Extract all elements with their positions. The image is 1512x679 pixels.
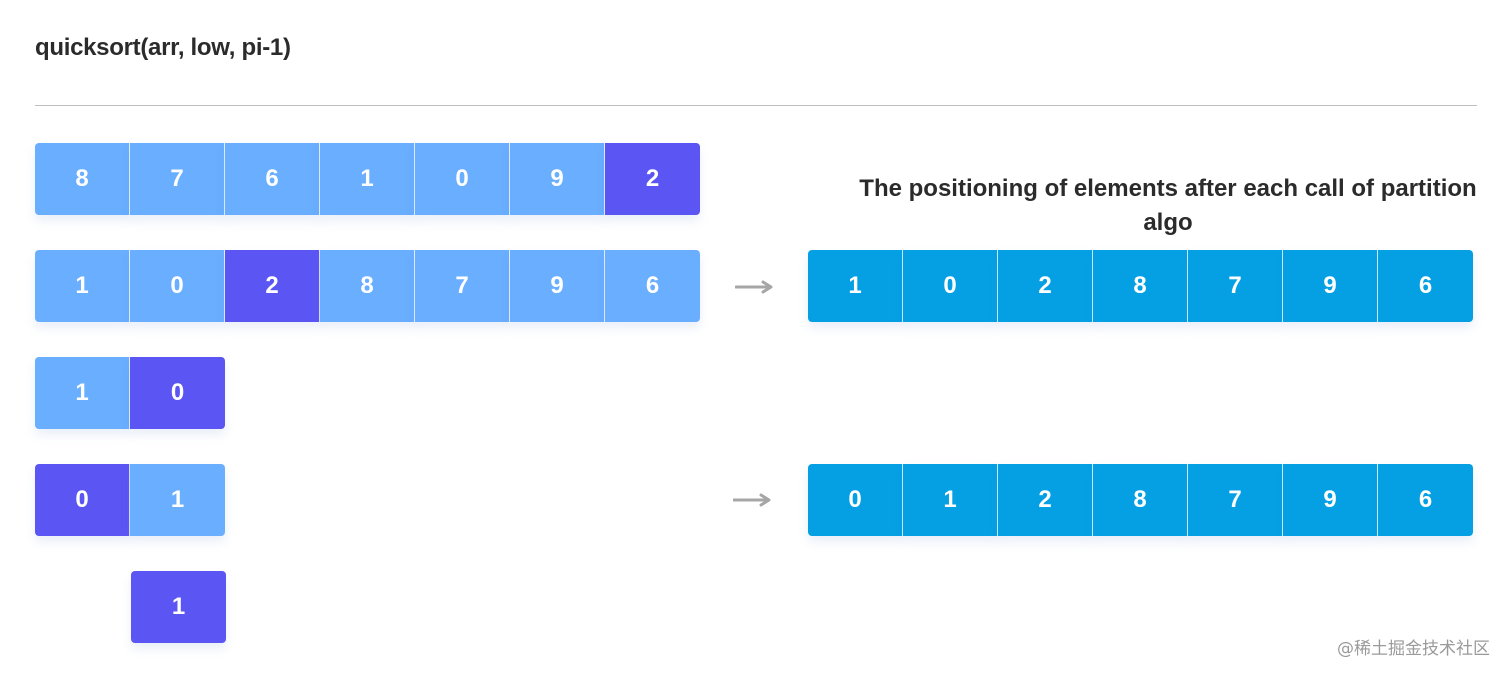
arrow-right-icon	[735, 280, 773, 294]
pivot-cell: 0	[35, 464, 130, 536]
step-row-5: 1	[131, 571, 226, 643]
array-cell: 0	[130, 250, 225, 322]
pivot-cell: 2	[605, 143, 700, 215]
result-cell: 2	[998, 464, 1093, 536]
array-cell: 7	[415, 250, 510, 322]
result-cell: 6	[1378, 464, 1473, 536]
result-cell: 6	[1378, 250, 1473, 322]
page-title: quicksort(arr, low, pi-1)	[35, 34, 291, 61]
array-cell: 0	[415, 143, 510, 215]
array-cell: 8	[320, 250, 415, 322]
result-cell: 0	[808, 464, 903, 536]
array-cell: 1	[35, 357, 130, 429]
array-cell: 1	[35, 250, 130, 322]
array-cell: 7	[130, 143, 225, 215]
array-cell: 9	[510, 250, 605, 322]
result-cell: 8	[1093, 250, 1188, 322]
array-cell: 6	[225, 143, 320, 215]
result-cell: 8	[1093, 464, 1188, 536]
result-cell: 1	[808, 250, 903, 322]
array-cell: 8	[35, 143, 130, 215]
result-cell: 7	[1188, 250, 1283, 322]
array-cell: 9	[510, 143, 605, 215]
result-cell: 9	[1283, 250, 1378, 322]
array-cell: 1	[130, 464, 225, 536]
caption: The positioning of elements after each c…	[859, 175, 1477, 236]
pivot-cell: 0	[130, 357, 225, 429]
arrow-right-icon	[733, 493, 771, 507]
pivot-cell: 1	[131, 571, 226, 643]
result-cell: 9	[1283, 464, 1378, 536]
result-cell: 7	[1188, 464, 1283, 536]
result-cell: 1	[903, 464, 998, 536]
array-cell: 6	[605, 250, 700, 322]
array-cell: 1	[320, 143, 415, 215]
result-cell: 0	[903, 250, 998, 322]
watermark: @稀土掘金技术社区	[1337, 639, 1490, 659]
divider	[35, 105, 1477, 106]
pivot-cell: 2	[225, 250, 320, 322]
result-cell: 2	[998, 250, 1093, 322]
